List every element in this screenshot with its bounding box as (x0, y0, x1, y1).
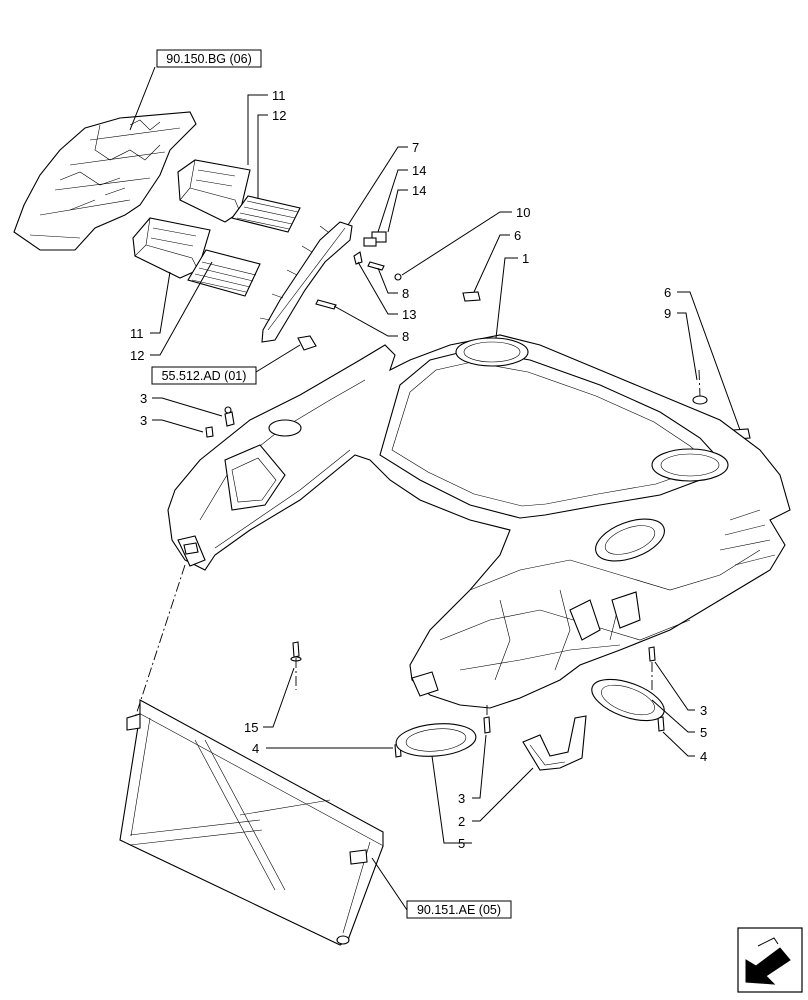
callout-12-lower: 12 (130, 348, 144, 363)
callout-5-a: 5 (700, 725, 707, 740)
speaker-cover-left (395, 723, 477, 757)
dash-9 (698, 369, 701, 397)
ref-box-top[interactable]: 90.150.BG (06) (156, 49, 262, 68)
callout-10: 10 (516, 205, 530, 220)
screw-3a (224, 406, 235, 427)
svg-text:90.151.AE (05): 90.151.AE (05) (417, 903, 501, 917)
arrow-navigation-icon[interactable] (737, 927, 803, 993)
callout-4-a: 4 (252, 741, 259, 756)
screw-3c (648, 646, 656, 662)
callout-13: 13 (402, 307, 416, 322)
bracket-7-drawing (259, 221, 353, 343)
washer-9 (692, 395, 708, 405)
leader-top-ref (129, 66, 156, 131)
vent-grille-upper (231, 195, 301, 233)
callout-3-c: 3 (700, 703, 707, 718)
vent-housing-upper (177, 159, 251, 223)
callout-15: 15 (244, 720, 258, 735)
callout-11-upper: 11 (272, 88, 286, 103)
callout-7: 7 (412, 140, 419, 155)
mount-tab-left (183, 542, 199, 555)
callout-2: 2 (458, 814, 465, 829)
screw-3d (483, 716, 491, 734)
callout-4-b: 4 (700, 749, 707, 764)
roof-headliner-drawing (167, 334, 791, 709)
callout-11-lower: 11 (130, 326, 144, 341)
callout-3-d: 3 (458, 791, 465, 806)
callout-3-b: 3 (140, 413, 147, 428)
svg-text:55.512.AD (01): 55.512.AD (01) (162, 369, 247, 383)
pin-13 (353, 251, 363, 265)
svg-text:90.150.BG (06): 90.150.BG (06) (166, 52, 251, 66)
connector-55512 (297, 335, 317, 351)
callout-8-b: 8 (402, 329, 409, 344)
callout-8-a: 8 (402, 286, 409, 301)
callout-1: 1 (522, 251, 529, 266)
screw-8b (315, 299, 337, 310)
ref-box-mid[interactable]: 55.512.AD (01) (151, 366, 257, 385)
vent-grille-lower (187, 249, 261, 297)
callout-12-upper: 12 (272, 108, 286, 123)
callout-6-a: 6 (514, 228, 521, 243)
callout-labels: 11 12 7 14 14 10 6 1 8 13 8 11 12 3 3 6 … (130, 88, 707, 851)
speaker-cover-right (591, 678, 665, 722)
grab-handle (522, 715, 587, 771)
screw-3b (205, 426, 214, 438)
callout-14-b: 14 (412, 183, 426, 198)
callout-9: 9 (664, 306, 671, 321)
callout-14-a: 14 (412, 163, 426, 178)
sunshade-frame (119, 699, 384, 946)
callout-5-b: 5 (458, 836, 465, 851)
callout-6-b: 6 (664, 285, 671, 300)
clip-14 (363, 231, 387, 247)
ref-box-bottom[interactable]: 90.151.AE (05) (406, 900, 512, 919)
screw-15 (290, 641, 302, 662)
screw-8a (367, 261, 385, 271)
leader-lines (150, 94, 741, 911)
clip-10 (394, 273, 402, 281)
floor-panel-drawing (13, 111, 197, 251)
clip-6a (462, 291, 481, 302)
screw-4b (657, 716, 665, 732)
callout-3-a: 3 (140, 391, 147, 406)
dash-left (134, 564, 186, 719)
